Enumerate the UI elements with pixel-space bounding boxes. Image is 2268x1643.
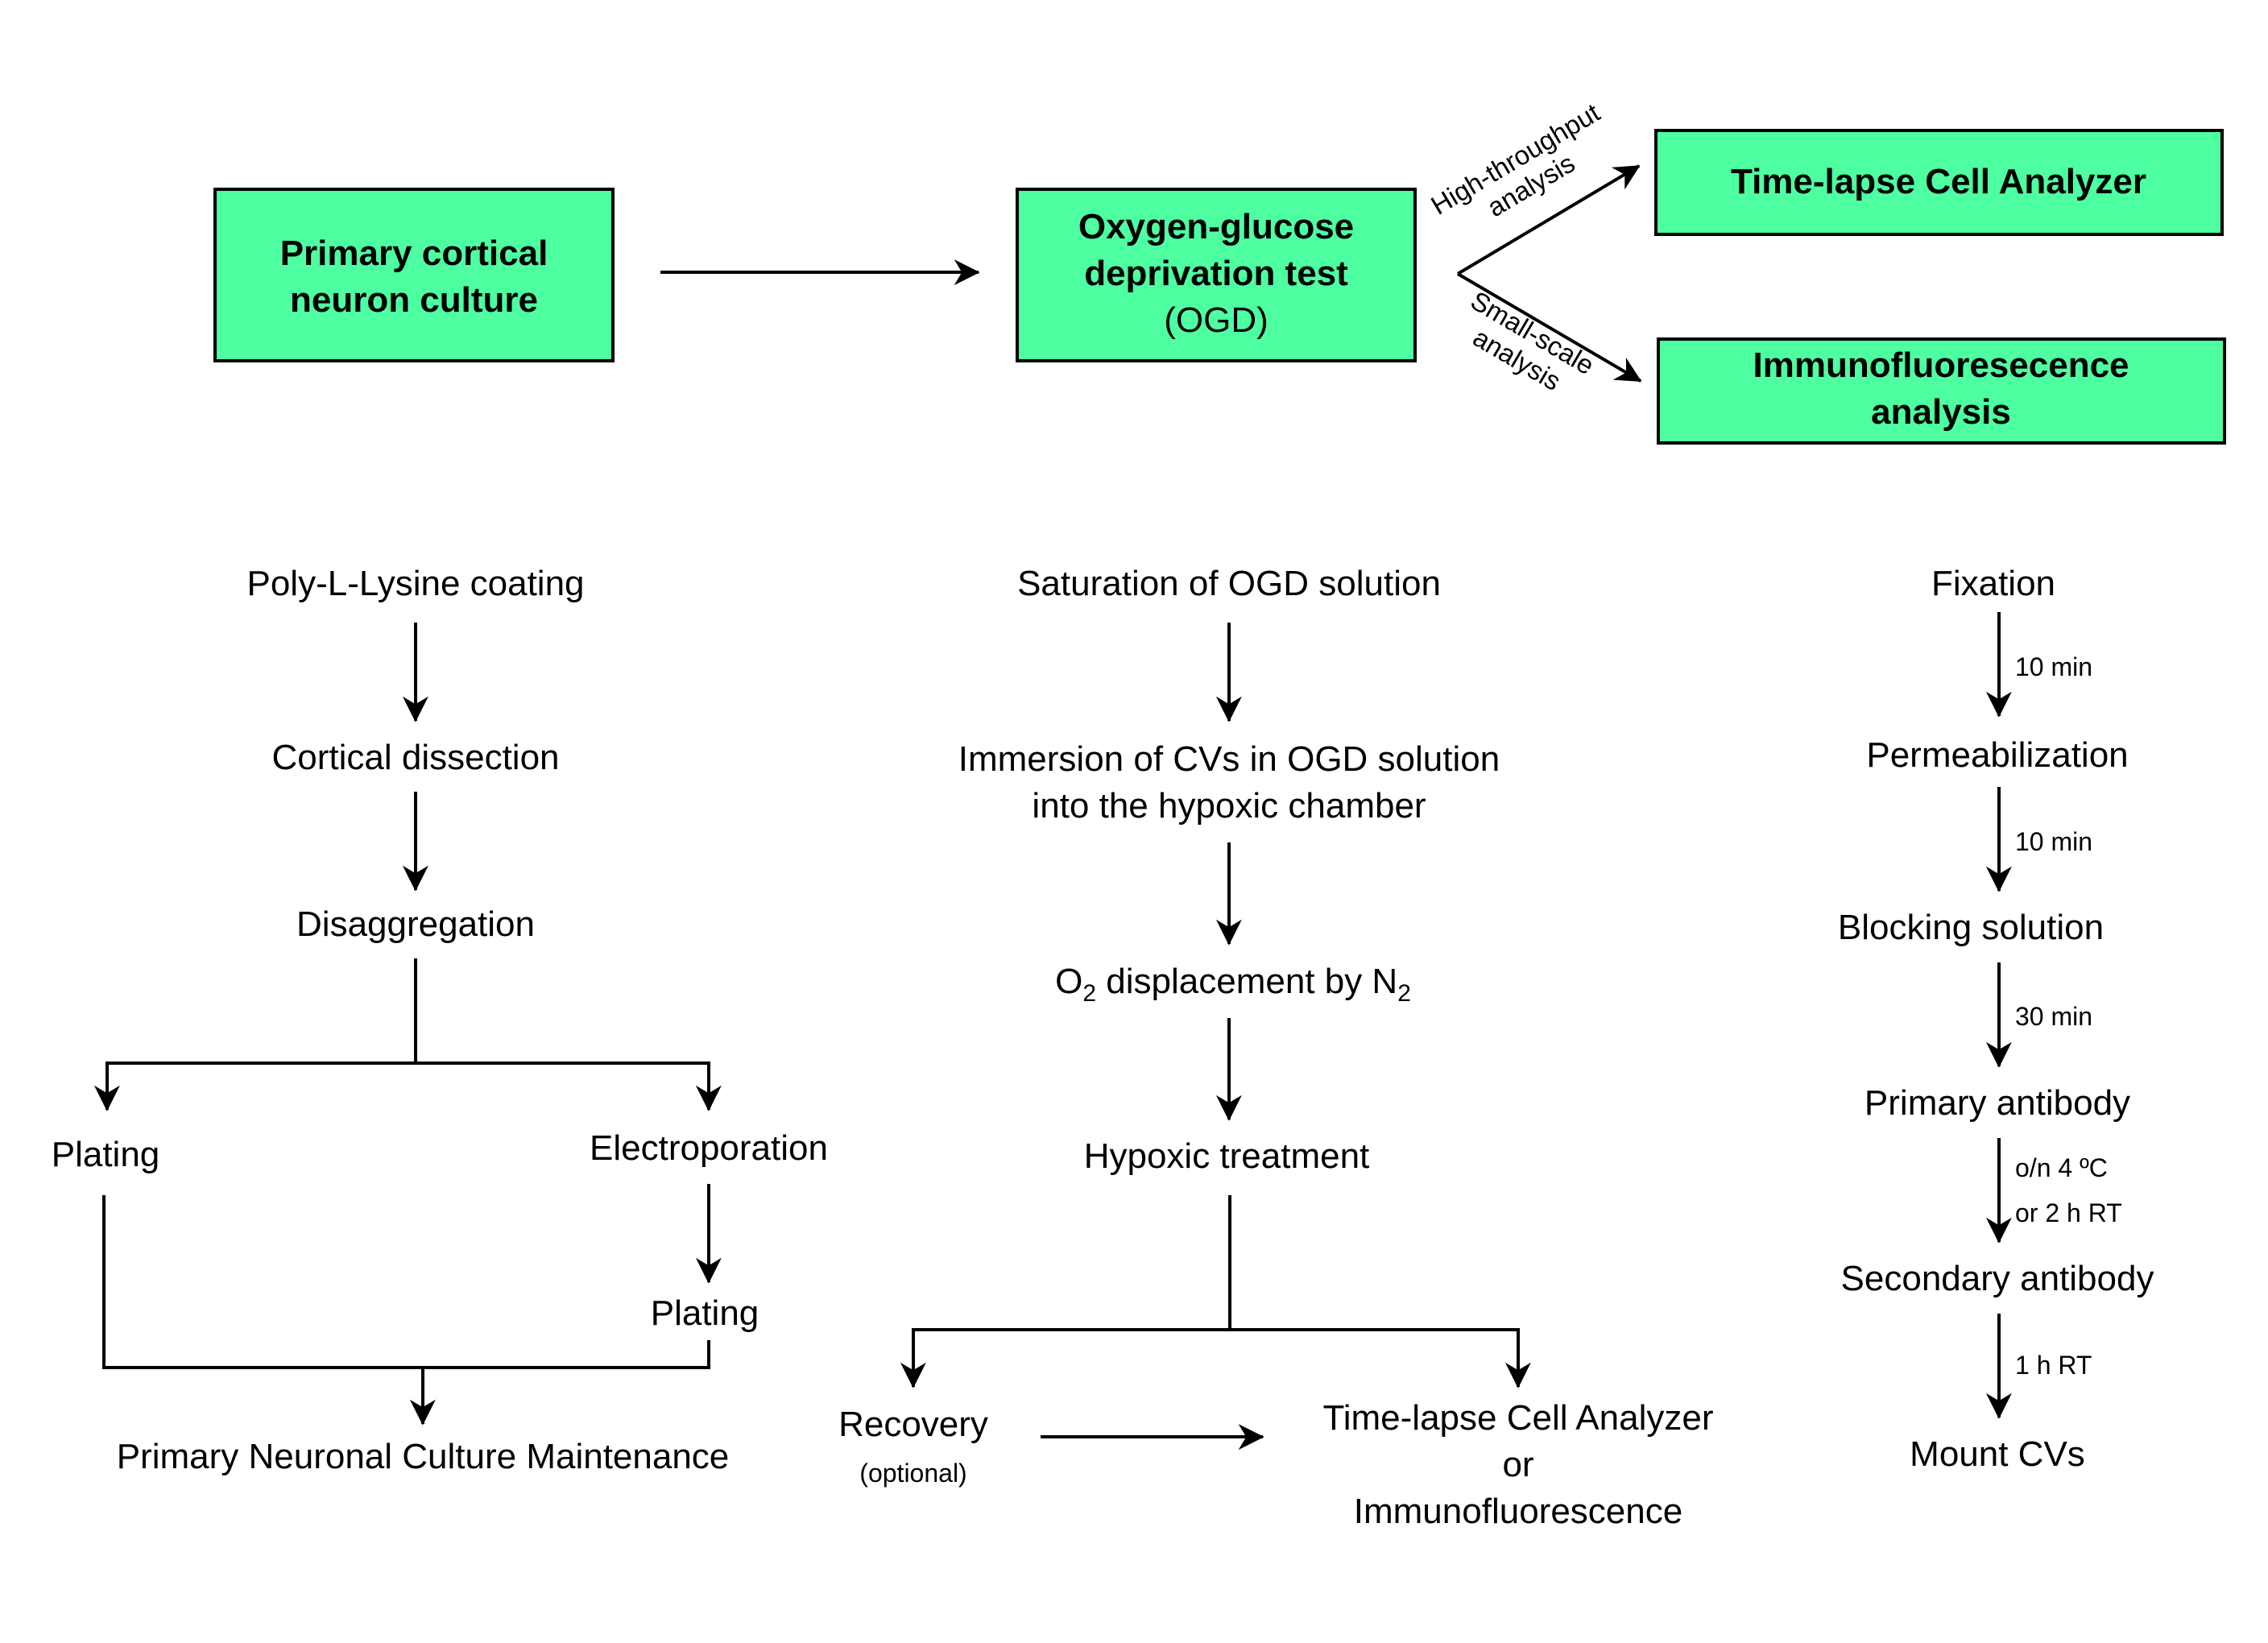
- time-fixation: 10 min: [2015, 652, 2092, 681]
- culture-protocol: Poly-L-Lysine coating Cortical dissectio…: [52, 564, 828, 1476]
- step-outcome-line2: or: [1502, 1445, 1533, 1484]
- step-poly-lysine: Poly-L-Lysine coating: [246, 564, 584, 603]
- label-high-throughput: High-throughput analysis: [1426, 97, 1604, 223]
- step-outcome-line3: Immunofluorescence: [1354, 1492, 1682, 1531]
- arrow-to-immuno: [1456, 272, 1642, 383]
- step-immersion-line2: into the hypoxic chamber: [1032, 786, 1426, 826]
- step-o2-displacement: O2 displacement by N2: [1055, 962, 1411, 1007]
- step-secondary-antibody: Secondary antibody: [1841, 1259, 2154, 1298]
- box-immuno-line1: Immunofluoresecence: [1753, 346, 2129, 385]
- o2-letter: O: [1055, 962, 1082, 1001]
- step-blocking: Blocking solution: [1838, 908, 2104, 947]
- step-recovery: Recovery: [838, 1405, 988, 1444]
- displacement-text: displacement by N: [1096, 962, 1397, 1001]
- box-primary-culture-line2: neuron culture: [290, 280, 538, 320]
- if-protocol: Fixation 10 min Permeabilization 10 min …: [1838, 564, 2154, 1474]
- step-immersion-line1: Immersion of CVs in OGD solution: [958, 739, 1500, 779]
- ogd-protocol: Saturation of OGD solution Immersion of …: [838, 564, 1713, 1531]
- arrow-to-time-lapse: [1456, 164, 1641, 275]
- step-electroporation: Electroporation: [590, 1128, 828, 1168]
- box-immuno-line2: analysis: [1871, 392, 2011, 432]
- box-primary-culture-line1: Primary cortical: [280, 234, 548, 273]
- step-saturation: Saturation of OGD solution: [1017, 564, 1441, 603]
- box-ogd-line3: (OGD): [1164, 300, 1269, 340]
- step-plating-right: Plating: [651, 1293, 759, 1333]
- step-hypoxic-treatment: Hypoxic treatment: [1084, 1136, 1370, 1176]
- box-immuno: Immunofluoresecence analysis: [1657, 337, 2226, 445]
- box-ogd-line2: deprivation test: [1084, 254, 1348, 293]
- step-outcome-line1: Time-lapse Cell Analyzer: [1323, 1398, 1714, 1438]
- step-primary-antibody: Primary antibody: [1864, 1083, 2130, 1123]
- step-culture-maintenance: Primary Neuronal Culture Maintenance: [117, 1437, 730, 1476]
- n2-subscript: 2: [1397, 980, 1411, 1007]
- box-time-lapse-label: Time-lapse Cell Analyzer: [1731, 162, 2146, 201]
- step-mount-cvs: Mount CVs: [1910, 1434, 2085, 1474]
- label-small-scale: Small-scale analysis: [1466, 285, 1600, 396]
- time-primary-line2: or 2 h RT: [2015, 1198, 2122, 1227]
- box-time-lapse: Time-lapse Cell Analyzer: [1654, 129, 2224, 236]
- step-disaggregation: Disaggregation: [296, 904, 535, 944]
- step-recovery-note: (optional): [859, 1459, 966, 1488]
- time-secondary: 1 h RT: [2015, 1351, 2092, 1380]
- step-permeabilization: Permeabilization: [1866, 735, 2128, 775]
- box-primary-culture: Primary cortical neuron culture: [213, 188, 615, 362]
- step-cortical-dissection: Cortical dissection: [271, 738, 559, 777]
- o2-subscript: 2: [1082, 980, 1096, 1007]
- step-fixation: Fixation: [1931, 564, 2055, 603]
- step-plating-left: Plating: [52, 1135, 160, 1174]
- time-permeabilization: 10 min: [2015, 827, 2092, 856]
- box-ogd-line1: Oxygen-glucose: [1078, 207, 1354, 246]
- box-ogd-test: Oxygen-glucose deprivation test (OGD): [1016, 188, 1417, 362]
- time-blocking: 30 min: [2015, 1002, 2092, 1031]
- time-primary-line1: o/n 4 ºC: [2015, 1153, 2108, 1182]
